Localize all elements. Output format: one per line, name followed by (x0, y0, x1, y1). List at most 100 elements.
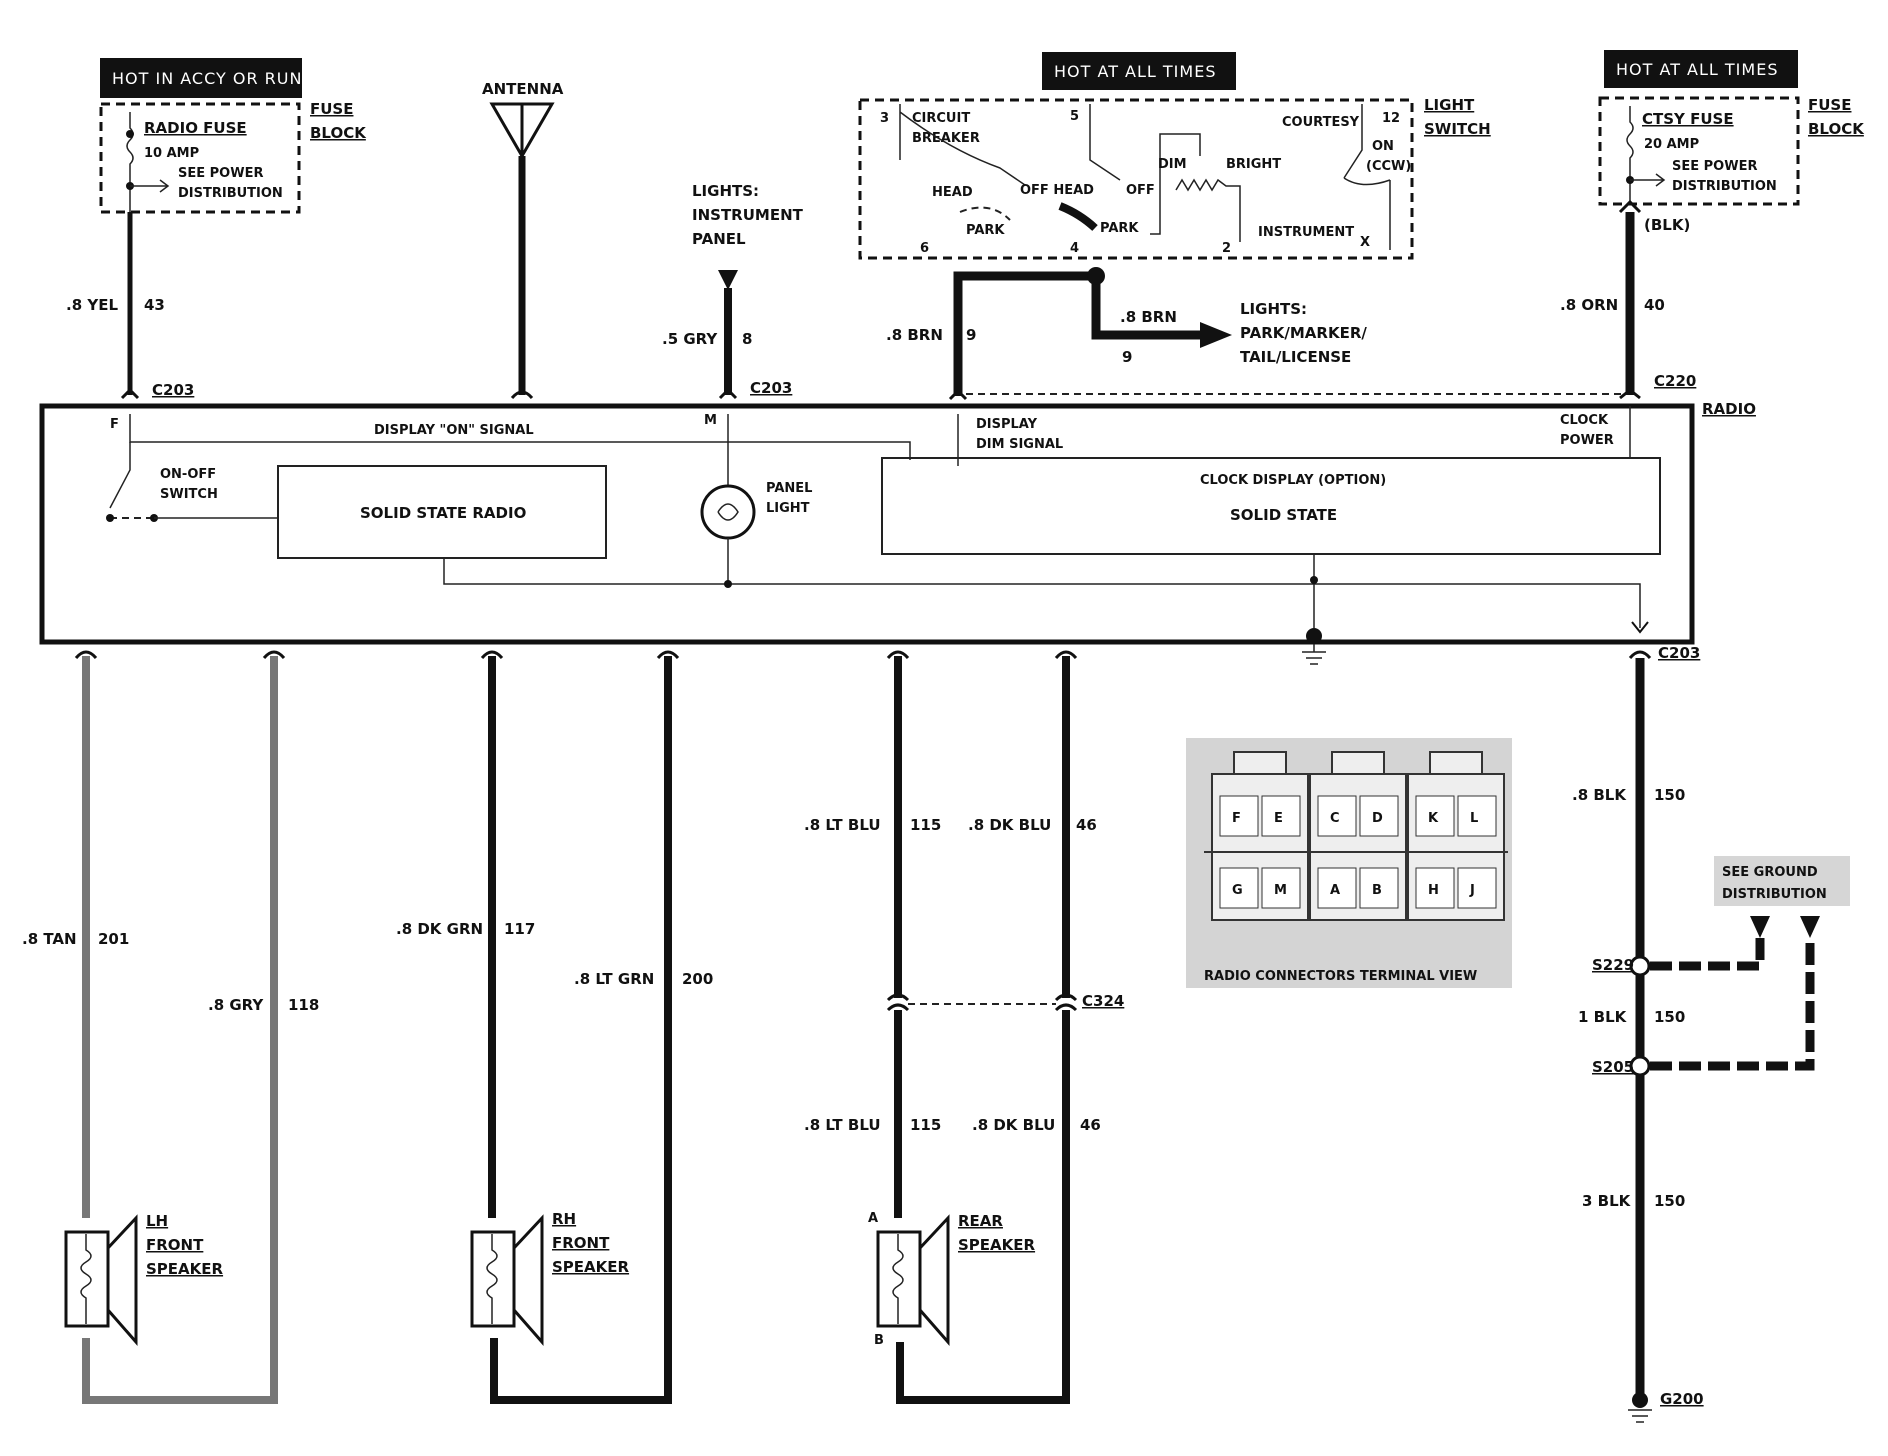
park-lights-feed: .8 BRN 9 .8 BRN 9 LIGHTS: PARK/MARKER/ T… (886, 267, 1622, 401)
rear-speaker-pin-b: B (874, 1333, 884, 1348)
rh-speaker-label-3: SPEAKER (552, 1258, 630, 1276)
c220-connector (1619, 388, 1641, 400)
ground-wire-2-label: 1 BLK (1578, 1008, 1628, 1026)
wire-dkgrn-circuit: 117 (504, 920, 535, 938)
fuse-block-left-label-2: BLOCK (310, 124, 367, 142)
wire-dkblu-2-circuit: 46 (1080, 1116, 1101, 1134)
terminal-pin-k: K (1428, 811, 1439, 826)
onoff-label-1: ON-OFF (160, 467, 216, 482)
panel-light-label-1: PANEL (766, 481, 812, 496)
see-power-arrow (130, 179, 170, 193)
light-switch-section: HOT AT ALL TIMES LIGHT SWITCH 3 CIRCUIT … (858, 52, 1491, 260)
terminal-tab-3 (1429, 751, 1483, 775)
ctsy-fuse-label: CTSY FUSE (1642, 110, 1734, 128)
c220-label: C220 (1654, 372, 1696, 390)
terminal-pin-a: A (1330, 883, 1340, 898)
clock-power-label-2: POWER (1560, 433, 1614, 448)
rh-speaker-cone-icon (512, 1214, 544, 1346)
display-on-line (129, 414, 911, 460)
c203-arrow-mid (718, 387, 738, 400)
park-wire-label: .8 BRN (1120, 308, 1177, 326)
ground-bus-node-2 (1310, 576, 1318, 584)
light-switch-title-1: LIGHT (1424, 96, 1475, 114)
panel-light-label-2: LIGHT (766, 501, 810, 516)
radio-fuse-symbol (126, 112, 134, 212)
terminal-pin-m-box (1261, 867, 1301, 909)
ls-off: OFF (1126, 183, 1155, 198)
ls-circuit-breaker-2: BREAKER (912, 131, 980, 146)
ground-wire-2-circuit: 150 (1654, 1008, 1685, 1026)
radio-fuse-distribution: DISTRIBUTION (178, 186, 283, 201)
wire-dkblu-1-circuit: 46 (1076, 816, 1097, 834)
see-ground-arrow-1-icon (1750, 916, 1770, 938)
ctsy-see-power-arrow (1630, 173, 1666, 187)
clock-display-label: CLOCK DISPLAY (OPTION) (1200, 473, 1386, 488)
ls-pin-6: 6 (920, 241, 929, 256)
ground-wire-1-circuit: 150 (1654, 786, 1685, 804)
s229-splice (1629, 955, 1651, 977)
brn-splice-node (1087, 267, 1105, 285)
lh-top-connector (74, 650, 98, 660)
terminal-pin-e: E (1274, 811, 1283, 826)
terminal-pin-b-box (1359, 867, 1399, 909)
c324-connector-2 (1054, 993, 1078, 1012)
ls-pin-3: 3 (880, 111, 889, 126)
light-switch-title-2: SWITCH (1424, 120, 1491, 138)
see-ground-label-1: SEE GROUND (1722, 865, 1818, 880)
park-lights-arrow-icon (1200, 322, 1232, 348)
wire-gry-label: .5 GRY (662, 330, 718, 348)
terminal-pin-f: F (1232, 811, 1241, 826)
ls-off-head: OFF HEAD (1020, 183, 1094, 198)
rear-speaker-magnet (876, 1230, 922, 1328)
ls-park-blade (1058, 202, 1098, 231)
s205-splice (1629, 1055, 1651, 1077)
solid-state-radio-box (277, 465, 607, 559)
ls-courtesy-switch (1343, 104, 1391, 250)
rear-speaker-label-2: SPEAKER (958, 1236, 1036, 1254)
terminal-pin-g-box (1219, 867, 1259, 909)
ctsy-fuse-see-power: SEE POWER (1672, 159, 1757, 174)
ctsy-fuse-block-outline (1598, 96, 1800, 206)
ls-instrument: INSTRUMENT (1258, 225, 1354, 240)
panel-light-icon (700, 484, 756, 540)
ground-wiring: C203 .8 BLK 150 1 BLK 150 3 BLK 150 S229… (1572, 644, 1850, 1423)
ls-pin-x: X (1360, 235, 1370, 250)
ctsy-fuse-section: HOT AT ALL TIMES CTSY FUSE 20 AMP SEE PO… (1560, 50, 1865, 400)
wire-dkblu-1-label: .8 DK BLU (968, 816, 1051, 834)
radio-fuse-label: RADIO FUSE (144, 119, 247, 137)
radio-pin-f: F (110, 417, 119, 432)
c324-label: C324 (1082, 992, 1124, 1010)
onoff-node-1 (106, 514, 114, 522)
wire-ltgrn-200 (490, 656, 672, 1404)
ground-bus-node-1 (724, 580, 732, 588)
rh-top-connector (480, 650, 504, 660)
radio-fuse-block-outline (99, 102, 301, 214)
c220-arrow (1618, 199, 1642, 214)
speaker-wiring: .8 TAN 201 .8 GRY 118 .8 DK GRN 117 .8 L… (22, 650, 1124, 1404)
wire-ltgrn-circuit: 200 (682, 970, 713, 988)
lights-panel-label-3: PANEL (692, 230, 746, 248)
lh-speaker-label-1: LH (146, 1212, 168, 1230)
terminal-pin-row-bottom: G M A B H J (1219, 867, 1497, 909)
ls-park-1: PARK (966, 223, 1005, 238)
terminal-pin-c-box (1317, 795, 1357, 837)
terminal-pin-l: L (1470, 811, 1478, 826)
ground-wire-3-circuit: 150 (1654, 1192, 1685, 1210)
see-ground-label-2: DISTRIBUTION (1722, 887, 1827, 902)
see-ground-box (1714, 856, 1850, 906)
radio-title: RADIO (1702, 400, 1756, 418)
rh-speaker-label-2: FRONT (552, 1234, 610, 1252)
wire-yel-circuit: 43 (144, 296, 165, 314)
g200-ground-icon (1628, 1409, 1652, 1423)
hot-all-times-header-2: HOT AT ALL TIMES (1616, 60, 1778, 79)
s229-ground-branch (1650, 938, 1765, 971)
display-dim-label-1: DISPLAY (976, 417, 1038, 432)
rh-speaker-label-1: RH (552, 1210, 576, 1228)
wire-tan-label: .8 TAN (22, 930, 77, 948)
lights-panel-label-1: LIGHTS: (692, 182, 759, 200)
fuse-block-left-label-1: FUSE (310, 100, 353, 118)
g200-label: G200 (1660, 1390, 1704, 1408)
lh-speaker-label-3: SPEAKER (146, 1260, 224, 1278)
hot-all-times-header-1: HOT AT ALL TIMES (1054, 62, 1216, 81)
